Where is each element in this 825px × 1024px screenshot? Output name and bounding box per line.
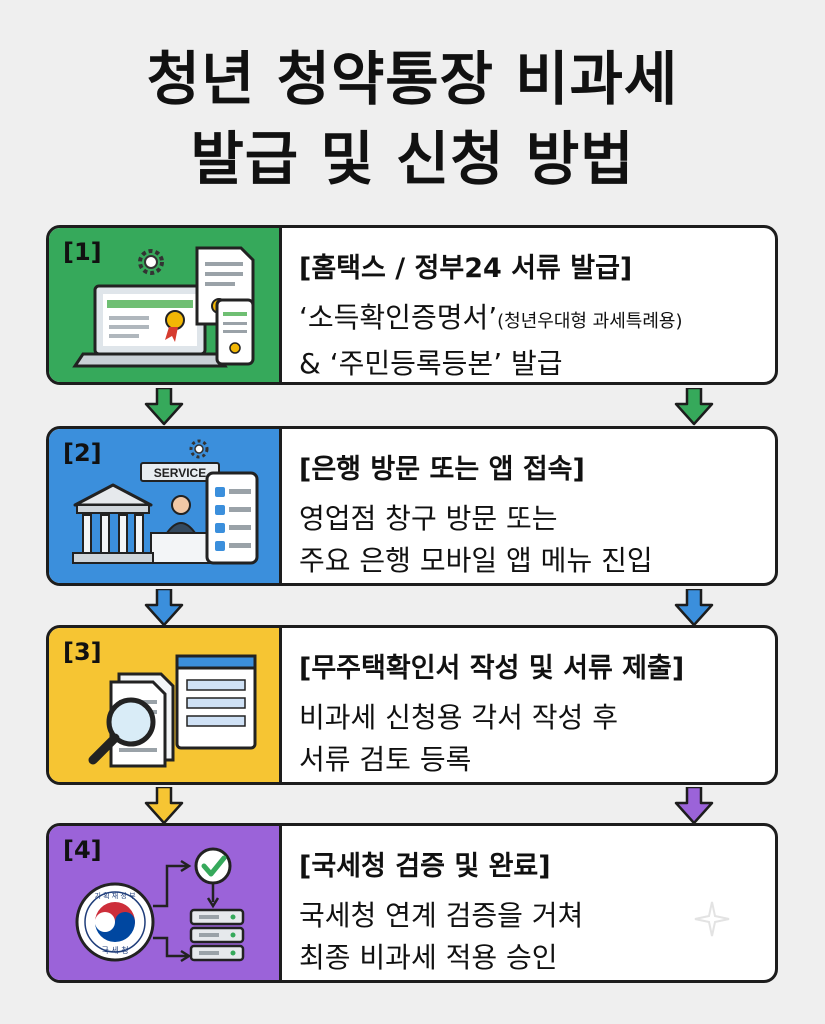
phone-icon	[215, 298, 255, 366]
step-3-illustration-panel: [3]	[49, 628, 282, 782]
step-1-line-1: ‘소득확인증명서’(청년우대형 과세특례용)	[299, 297, 761, 343]
service-sign-text: SERVICE	[154, 466, 206, 480]
seal-bottom-text: 국 세 청	[101, 946, 128, 955]
step-4-card: [4] 기 획 재 정 부 국 세 청	[46, 823, 778, 983]
step-3-illustration	[88, 654, 257, 768]
step-4-heading: [국세청 검증 및 완료]	[299, 851, 551, 882]
service-desk-icon: SERVICE	[140, 462, 220, 564]
step-2-number: [2]	[63, 439, 102, 467]
step-4-illustration-panel: [4] 기 획 재 정 부 국 세 청	[49, 826, 282, 980]
step-3-heading: [무주택확인서 작성 및 서류 제출]	[299, 653, 685, 684]
step-2-heading: [은행 방문 또는 앱 접속]	[299, 454, 585, 485]
step-1-card: [1]	[46, 225, 778, 385]
server-icon	[189, 908, 245, 962]
step-3-card: [3] [무주택확인서 작성 및 서류 제출] 비과	[46, 625, 778, 785]
page-title-line-2: 발급 및 신청 방법	[190, 125, 635, 193]
sparkle-icon	[694, 901, 730, 937]
gear-icon	[189, 439, 209, 459]
step-1-text: [홈택스 / 정부24 서류 발급] ‘소득확인증명서’(청년우대형 과세특례용…	[299, 246, 761, 382]
step-2-line-1: 영업점 창구 방문 또는	[299, 502, 558, 535]
step-1-line-2: & ‘주민등록등본’ 발급	[299, 347, 563, 380]
step-1-illustration-panel: [1]	[49, 228, 282, 382]
step-1-number: [1]	[63, 238, 102, 266]
bank-icon	[72, 483, 154, 564]
page-title-line-1: 청년 청약통장 비과세	[146, 45, 679, 113]
step-4-text: [국세청 검증 및 완료] 국세청 연계 검증을 거쳐 최종 비과세 적용 승인	[299, 844, 761, 979]
step-3-line-2: 서류 검토 등록	[299, 743, 472, 776]
step-2-card: [2] SERVICE	[46, 426, 778, 586]
nts-seal-icon: 기 획 재 정 부 국 세 청	[75, 882, 155, 962]
step-1-line-1-main: ‘소득확인증명서’	[299, 301, 498, 334]
step-1-left-down-arrow-icon	[144, 388, 184, 426]
step-4-line-1: 국세청 연계 검증을 거쳐	[299, 899, 584, 932]
step-2-right-down-arrow-icon	[674, 589, 714, 627]
step-1-line-1-note: (청년우대형 과세특례용)	[497, 311, 683, 332]
step-1-heading: [홈택스 / 정부24 서류 발급]	[299, 253, 633, 284]
magnifier-icon	[88, 697, 156, 765]
step-2-left-down-arrow-icon	[144, 589, 184, 627]
step-2-line-2: 주요 은행 모바일 앱 메뉴 진입	[299, 544, 653, 577]
gear-icon	[138, 249, 164, 275]
step-3-right-down-arrow-icon	[674, 787, 714, 825]
step-1-illustration	[72, 246, 255, 368]
step-1-right-down-arrow-icon	[674, 388, 714, 426]
connector-lines	[153, 859, 220, 963]
step-4-illustration: 기 획 재 정 부 국 세 청	[75, 847, 245, 963]
step-4-number: [4]	[63, 836, 102, 864]
mobile-app-icon	[205, 471, 259, 565]
step-3-number: [3]	[63, 638, 102, 666]
certificate-badge-icon	[165, 310, 185, 342]
step-3-left-down-arrow-icon	[144, 787, 184, 825]
step-3-line-1: 비과세 신청용 각서 작성 후	[299, 701, 618, 734]
laptop-icon	[72, 284, 228, 368]
seal-top-text: 기 획 재 정 부	[94, 891, 136, 900]
step-2-illustration: SERVICE	[72, 439, 259, 565]
step-4-line-2: 최종 비과세 적용 승인	[299, 941, 558, 974]
step-2-text: [은행 방문 또는 앱 접속] 영업점 창구 방문 또는 주요 은행 모바일 앱…	[299, 447, 761, 582]
checkmark-icon	[194, 847, 232, 885]
step-2-illustration-panel: [2] SERVICE	[49, 429, 282, 583]
step-3-text: [무주택확인서 작성 및 서류 제출] 비과세 신청용 각서 작성 후 서류 검…	[299, 646, 761, 781]
form-window-icon	[175, 654, 257, 750]
